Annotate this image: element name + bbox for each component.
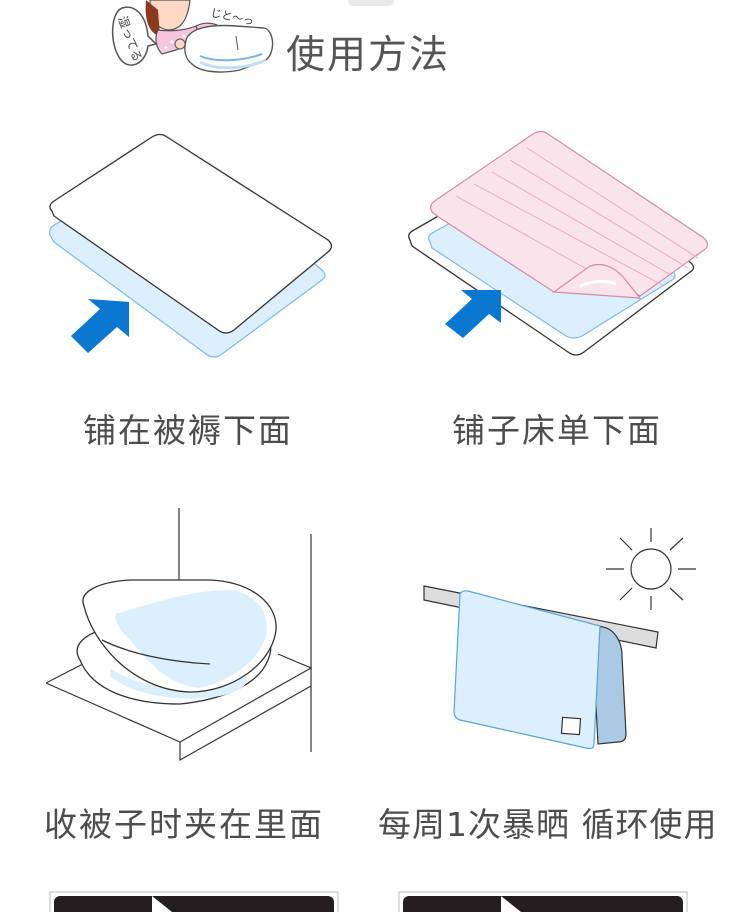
- step3-illustration: [45, 508, 313, 762]
- step4-illustration: [423, 528, 696, 750]
- step2-illustration: [408, 130, 709, 356]
- step1-illustration: [49, 133, 333, 358]
- page-title: 使用方法: [286, 33, 451, 78]
- step2-caption: 铺子床单下面: [452, 411, 662, 450]
- bottom-thumbnails: [49, 891, 688, 912]
- step3-caption: 收被子时夹在里面: [44, 805, 324, 844]
- sun-icon: [606, 528, 696, 610]
- character-illustration: 湿ってる じと〜っ: [111, 0, 394, 73]
- arrow-icon: [71, 299, 129, 353]
- step4-caption: 每周1次暴晒 循环使用: [378, 805, 718, 844]
- arrow-icon: [445, 290, 501, 338]
- step1-caption: 铺在被褥下面: [83, 411, 293, 450]
